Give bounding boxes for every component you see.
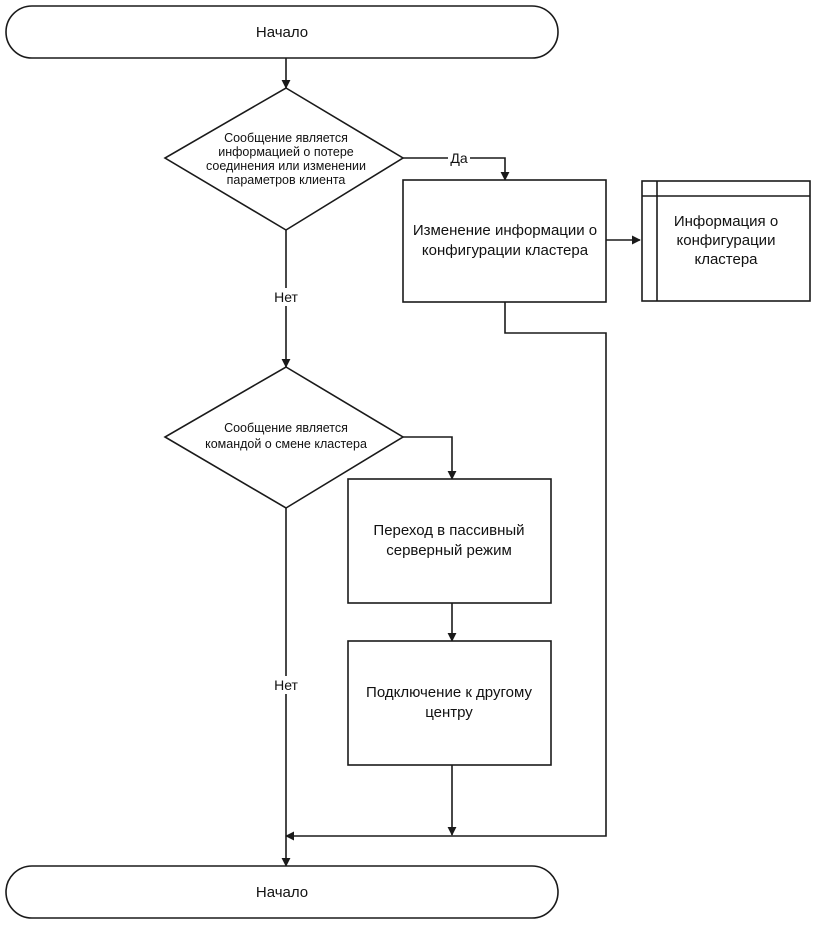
no-label-1-background [266, 288, 306, 306]
decision-cluster-change-line-1: Сообщение является [224, 421, 348, 435]
decision-connection-info-line-1: Сообщение является [224, 131, 348, 145]
arrow-yes-to-update [403, 157, 510, 181]
data-store-line-3: кластера [694, 251, 758, 268]
decision-cluster-change: Сообщение является командой о смене клас… [163, 366, 405, 509]
no-label-1: Нет [274, 289, 298, 305]
process-passive-mode-line-1: Переход в пассивный [373, 522, 524, 539]
yes-label-background [448, 150, 470, 166]
yes-label: Да [450, 150, 467, 166]
decision-connection-info-shape [163, 87, 405, 231]
process-passive-mode-line-2: серверный режим [386, 542, 512, 559]
process-connect-center: Подключение к другому центру [347, 640, 552, 766]
process-connect-center-line-2: центру [425, 704, 473, 721]
decision-connection-info: Сообщение является информацией о потере … [163, 87, 405, 231]
process-passive-mode-shape [347, 478, 552, 604]
decision-connection-info-line-2: информацией о потере [218, 145, 354, 159]
process-update-cluster-info-line-2: конфигурации кластера [422, 242, 589, 259]
end-terminal: Начало [5, 865, 559, 919]
process-update-cluster-info: Изменение информации о конфигурации клас… [402, 179, 607, 303]
arrow-update-return-to-merge [285, 302, 607, 841]
process-passive-mode: Переход в пассивный серверный режим [347, 478, 552, 604]
data-store-line-2: конфигурации [677, 232, 776, 249]
decision-cluster-change-line-2: командой о смене кластера [205, 437, 367, 451]
decision-cluster-change-shape [163, 366, 405, 509]
process-connect-center-line-1: Подключение к другому [366, 684, 532, 701]
decision-connection-info-line-4: параметров клиента [227, 173, 346, 187]
end-terminal-label: Начало [256, 884, 308, 901]
process-update-cluster-info-shape [402, 179, 607, 303]
process-update-cluster-info-line-1: Изменение информации о [413, 222, 597, 239]
arrow-decision2-to-passive [403, 436, 457, 480]
no-label-2-background [266, 676, 306, 694]
data-store-cluster-config: Информация о конфигурации кластера [641, 180, 811, 302]
data-store-shape [641, 180, 811, 302]
data-store-line-1: Информация о [674, 213, 778, 230]
start-terminal-shape [5, 5, 559, 59]
start-terminal: Начало [5, 5, 559, 59]
end-terminal-shape [5, 865, 559, 919]
start-terminal-label: Начало [256, 24, 308, 41]
decision-connection-info-line-3: соединения или изменении [206, 159, 366, 173]
process-connect-center-shape [347, 640, 552, 766]
no-label-2: Нет [274, 677, 298, 693]
